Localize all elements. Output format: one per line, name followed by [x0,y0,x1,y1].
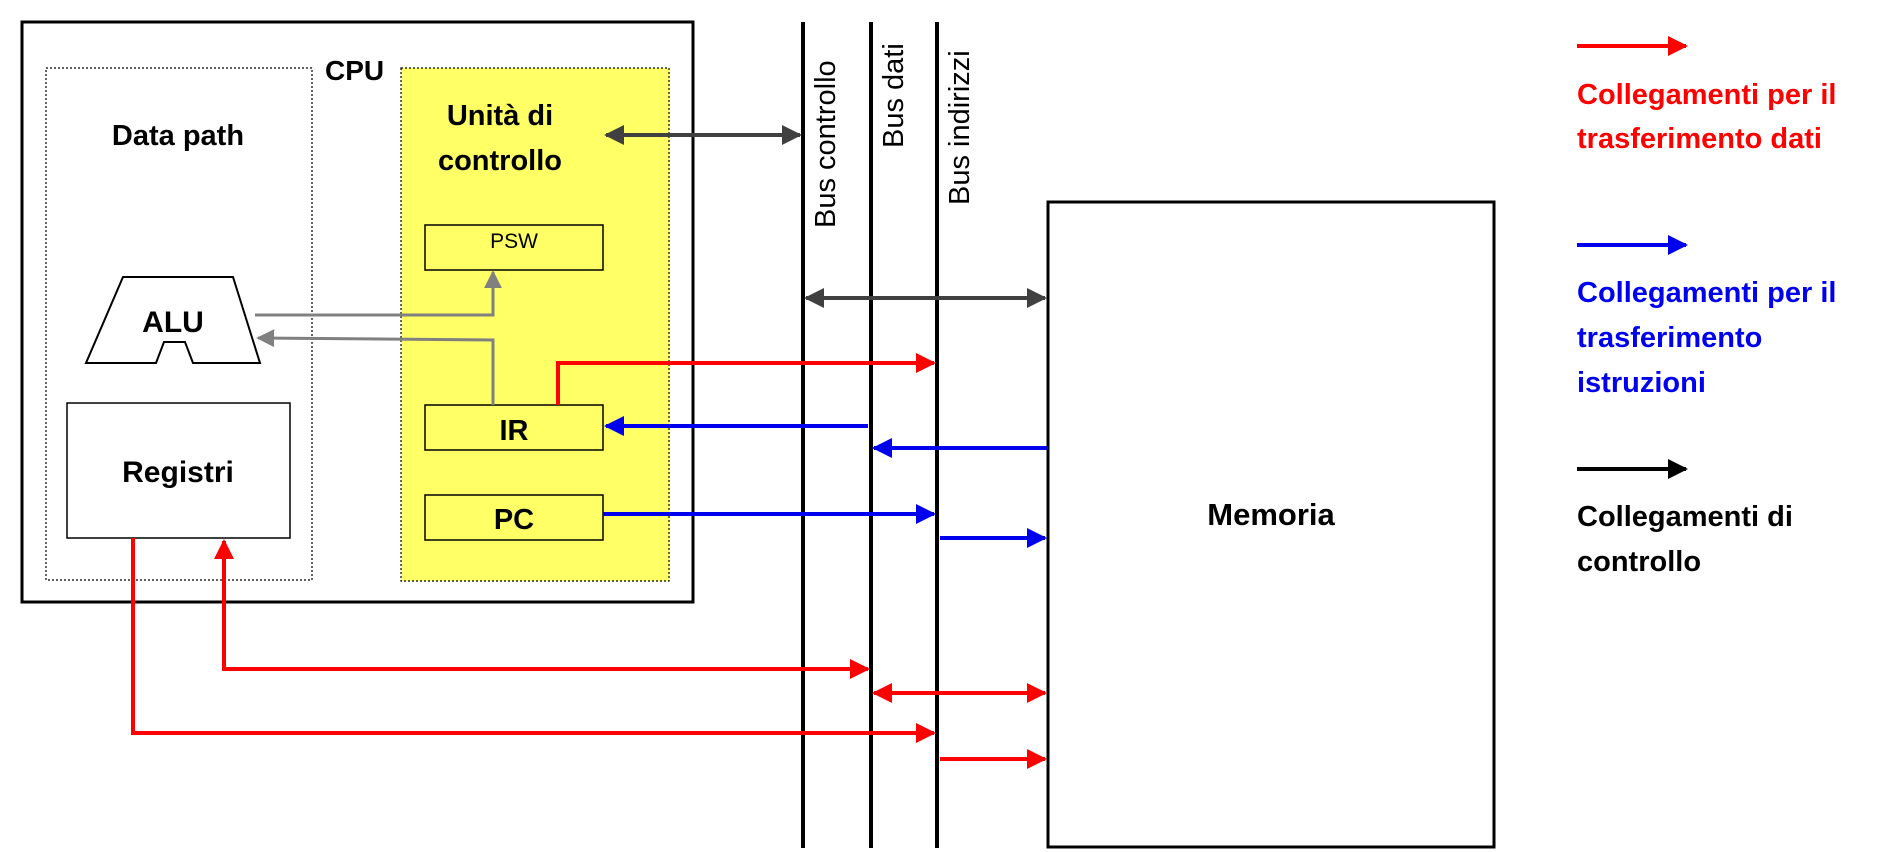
pc-label: PC [494,504,534,536]
ir-label: IR [500,415,529,447]
bus-data-label: Bus dati [878,43,910,148]
legend-instruction-line3: istruzioni [1577,367,1706,399]
datapath-label: Data path [112,120,244,152]
ir-to-alu-link [256,329,495,405]
bus-address-label: Bus indirizzi [944,50,976,205]
alu-to-psw-link [255,270,502,317]
bus-control-label: Bus controllo [810,60,842,228]
datapath-box [45,67,313,581]
bus-data-to-registers-link [214,539,870,679]
psw-label: PSW [490,230,538,253]
legend-instruction-line2: trasferimento [1577,322,1762,354]
memory-label: Memoria [1207,497,1335,532]
registers-label: Registri [122,456,234,489]
registers-to-bus-address-link [131,538,936,743]
legend-control-line2: controllo [1577,546,1701,578]
legend-control-line1: Collegamenti di [1577,501,1793,533]
memory-box [1046,200,1496,849]
ir-to-bus-address-data-link [556,353,936,405]
control-unit-label-line1: Unità di [447,100,553,132]
legend-data-line1: Collegamenti per il [1577,79,1836,111]
legend-instruction-line1: Collegamenti per il [1577,277,1836,309]
control-unit-label-line2: controllo [438,145,562,177]
psw-box [424,224,604,271]
ir-box [424,404,604,451]
cpu-label: CPU [325,55,384,86]
alu-label: ALU [142,306,204,339]
legend-data-line2: trasferimento dati [1577,123,1822,155]
alu-shape [84,276,262,364]
registers-box [66,402,291,539]
